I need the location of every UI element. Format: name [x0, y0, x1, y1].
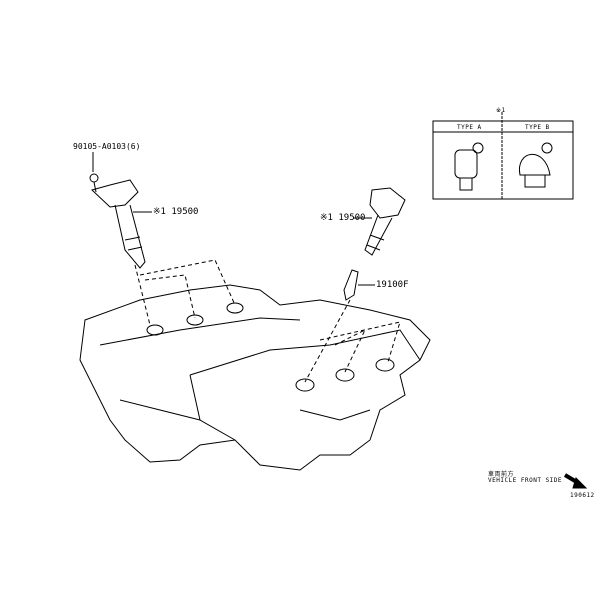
plug-holes: [146, 302, 395, 392]
label-coil-left: ※1 19500: [153, 207, 199, 217]
arrow-down-right-icon: [563, 473, 588, 489]
label-coil-right: ※1 19500: [320, 213, 366, 223]
spark-plug: [343, 269, 375, 301]
type-box: [432, 112, 574, 200]
label-bolt: 90105-A0103(6): [73, 142, 141, 151]
label-spark-plug: 19100F: [376, 280, 409, 290]
label-front-jp: 車両前方: [488, 471, 515, 478]
diagram-code: 190612: [570, 492, 595, 499]
label-front-en: VEHICLE FRONT SIDE: [488, 477, 563, 484]
label-type-a: TYPE A: [457, 124, 482, 131]
ignition-coil-left: [89, 152, 146, 269]
leader-lines: [133, 211, 372, 219]
label-type-b: TYPE B: [525, 124, 550, 131]
engine-block: [79, 284, 431, 471]
guide-lines: [134, 259, 401, 383]
ignition-coil-right: [364, 187, 406, 256]
label-note-mark: ※1: [496, 107, 506, 114]
